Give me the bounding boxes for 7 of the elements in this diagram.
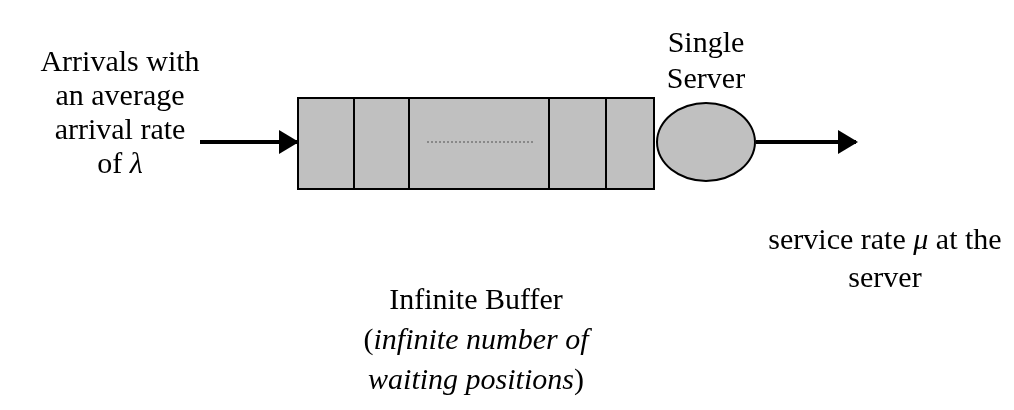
arrival-text: Arrivals with an average arrival rate of λ — [40, 44, 200, 180]
arrow — [756, 130, 858, 154]
buffer-title: Infinite Buffer — [388, 281, 564, 317]
arrow — [200, 130, 299, 154]
server-label: Single Server — [665, 24, 747, 96]
buffer-note: (infinite number of waiting positions) — [326, 319, 626, 399]
service-rate-text: service rate μ at the server — [767, 221, 1003, 295]
